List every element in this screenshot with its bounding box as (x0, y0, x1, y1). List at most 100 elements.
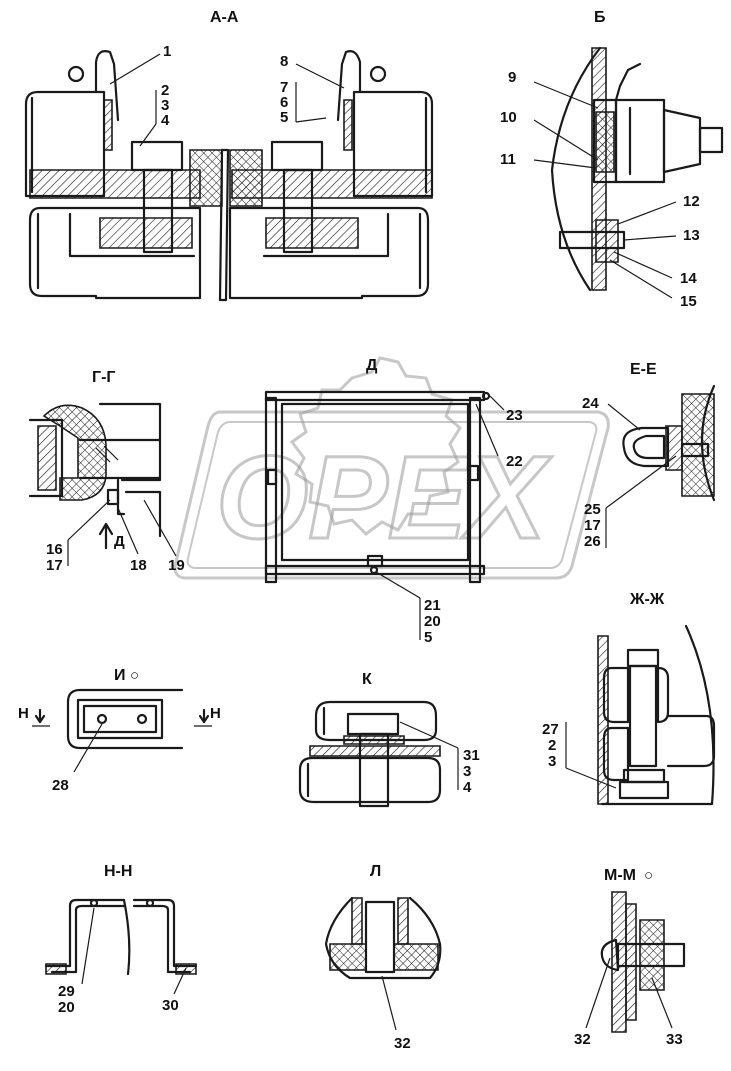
i-rivet-left (96, 713, 108, 725)
zhzh-upper-frame-right (656, 666, 670, 724)
label-n-right: Н (210, 705, 221, 722)
l-right-wall (397, 897, 409, 945)
d-left-post (264, 396, 278, 584)
nn-left-profile-inner (50, 904, 126, 974)
aa-left-clip (94, 50, 120, 122)
callout-4-k: 4 (463, 779, 472, 796)
view-d: Д 23 22 21 20 5 (264, 357, 523, 646)
leader-14 (613, 251, 673, 279)
view-k: К 31 3 4 (298, 671, 480, 808)
aa-left-lower-frame (28, 206, 202, 300)
d-top-rail (264, 390, 486, 402)
k-upper-frame (314, 700, 438, 742)
title-nn: Н-Н (104, 863, 132, 880)
callout-4: 4 (161, 112, 170, 129)
view-zhzh: Ж-Ж 27 2 3 (542, 591, 716, 806)
callout-15: 15 (680, 293, 697, 310)
callout-2-zh: 2 (548, 737, 556, 754)
callout-14: 14 (680, 270, 697, 287)
leader-9 (533, 81, 599, 109)
view-l: Л 32 (324, 863, 442, 1052)
mm-screw-shank (616, 942, 686, 968)
zhzh-upper-frame-left (602, 666, 630, 724)
callout-8: 8 (280, 53, 288, 70)
leader-2-4 (139, 123, 157, 147)
nn-rivet-left (89, 898, 99, 908)
gg-outer-frame (98, 402, 162, 482)
leader-29-20 (81, 907, 95, 985)
leader-19 (143, 499, 177, 557)
view-aa: А-А 1 2 3 4 8 7 6 5 (24, 9, 434, 302)
leader-33 (651, 977, 673, 1029)
callout-29: 29 (58, 983, 75, 1000)
aa-right-lower-inner (262, 212, 390, 258)
label-n-left: Н (18, 705, 29, 722)
d-left-latch (266, 468, 278, 486)
i-plate-inner (82, 704, 158, 734)
leader-28 (73, 723, 103, 773)
callout-33: 33 (666, 1031, 683, 1048)
leader-31-4 (399, 721, 459, 749)
i-section-arrow-right-head (198, 714, 210, 724)
leader-11 (533, 159, 597, 169)
aa-right-clip (336, 50, 362, 122)
callout-23: 23 (506, 407, 523, 424)
gg-glass-mark-2 (103, 445, 119, 461)
ee-bracket (665, 425, 683, 471)
leader-32-mm (585, 957, 611, 1029)
aa-left-rivet (67, 65, 85, 83)
view-ee: Е-Е 24 25 17 26 (582, 361, 716, 550)
d-right-post (468, 396, 482, 584)
callout-27: 27 (542, 721, 559, 738)
leader-30 (173, 967, 187, 995)
aa-left-bolt-head (130, 140, 184, 172)
k-bolt-shank (358, 732, 390, 808)
leader-24 (607, 403, 641, 431)
zhzh-panel (597, 635, 609, 805)
gg-bracket (116, 478, 126, 516)
leader-10 (533, 119, 599, 161)
nn-rivet-right (145, 898, 155, 908)
callout-32-mm: 32 (574, 1031, 591, 1048)
k-plate (309, 745, 441, 757)
l-break-outline (324, 896, 442, 980)
leader-1 (109, 53, 161, 85)
view-mm: М-М ○ 32 33 (574, 867, 686, 1048)
leader-12 (617, 201, 677, 225)
leader-5-7 (295, 117, 327, 123)
title-aa: А-А (210, 9, 239, 26)
callout-5-d: 5 (424, 629, 432, 646)
leader-16-17 (67, 499, 111, 541)
callout-21: 21 (424, 597, 441, 614)
i-section-arrow-left-head (34, 714, 46, 724)
callout-20-nn: 20 (58, 999, 75, 1016)
d-right-latch (468, 464, 480, 482)
callout-22: 22 (506, 453, 523, 470)
callout-1: 1 (163, 43, 171, 60)
gg-lower-frame (124, 490, 162, 538)
callout-3-zh: 3 (548, 753, 556, 770)
zhzh-lower-frame-left (602, 726, 630, 782)
aa-right-lower-frame (228, 206, 430, 300)
leader-22 (475, 403, 499, 457)
nn-break-line (122, 898, 131, 976)
view-i: И ○ Н Н 28 (18, 667, 221, 794)
i-circle-mark: ○ (130, 667, 139, 684)
l-right-pad (393, 943, 439, 971)
callout-13: 13 (683, 227, 700, 244)
callout-19: 19 (168, 557, 185, 574)
title-d: Д (366, 357, 378, 374)
l-left-wall (351, 897, 363, 945)
callout-17-ee: 17 (584, 517, 601, 534)
aa-left-lower-inner (68, 212, 196, 258)
callout-28: 28 (52, 777, 69, 794)
ee-tube-inner (632, 434, 666, 460)
i-plate-outer (76, 698, 164, 740)
leader-18 (117, 507, 139, 555)
watermark-frame-inner (186, 421, 598, 569)
b-bracket-top (614, 62, 642, 102)
zhzh-bolt-shank (628, 664, 658, 768)
aa-left-nut-plate (99, 217, 193, 249)
title-mm: М-М (604, 867, 636, 884)
